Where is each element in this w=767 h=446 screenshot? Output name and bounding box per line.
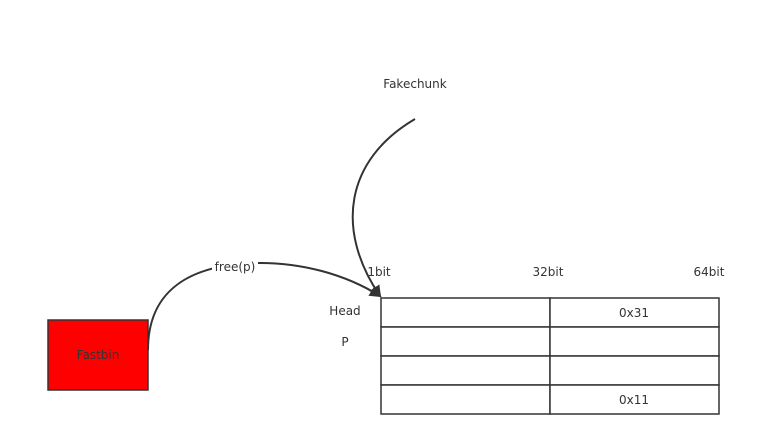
chunk-cell — [380, 297, 551, 328]
chunk-cell-text: 0x31 — [619, 306, 649, 320]
fastbin-box — [47, 319, 149, 391]
bit-label-64: 64bit — [694, 265, 725, 279]
chunk-cell — [380, 355, 551, 386]
fastbin-node: Fastbin — [47, 319, 149, 391]
row-label-head: Head — [329, 304, 360, 318]
chunk-cell — [549, 326, 720, 357]
row-label-p: P — [341, 335, 348, 349]
chunk-cell — [380, 384, 551, 415]
fastbin-label: Fastbin — [77, 348, 120, 362]
chunk-cell — [380, 326, 551, 357]
fakechunk-label: Fakechunk — [383, 77, 446, 91]
chunk-cell-text: 0x11 — [619, 393, 649, 407]
free-edge-label: free(p) — [215, 260, 256, 274]
bit-label-1: 1bit — [367, 265, 391, 279]
fakechunk-edge-arrow — [351, 118, 416, 298]
chunk-cell — [549, 355, 720, 386]
chunk-cell — [549, 384, 720, 415]
chunk-table: 0x31 0x11 — [380, 297, 720, 415]
chunk-cell — [549, 297, 720, 328]
free-edge-label-bg — [212, 256, 258, 274]
bit-label-32: 32bit — [533, 265, 564, 279]
